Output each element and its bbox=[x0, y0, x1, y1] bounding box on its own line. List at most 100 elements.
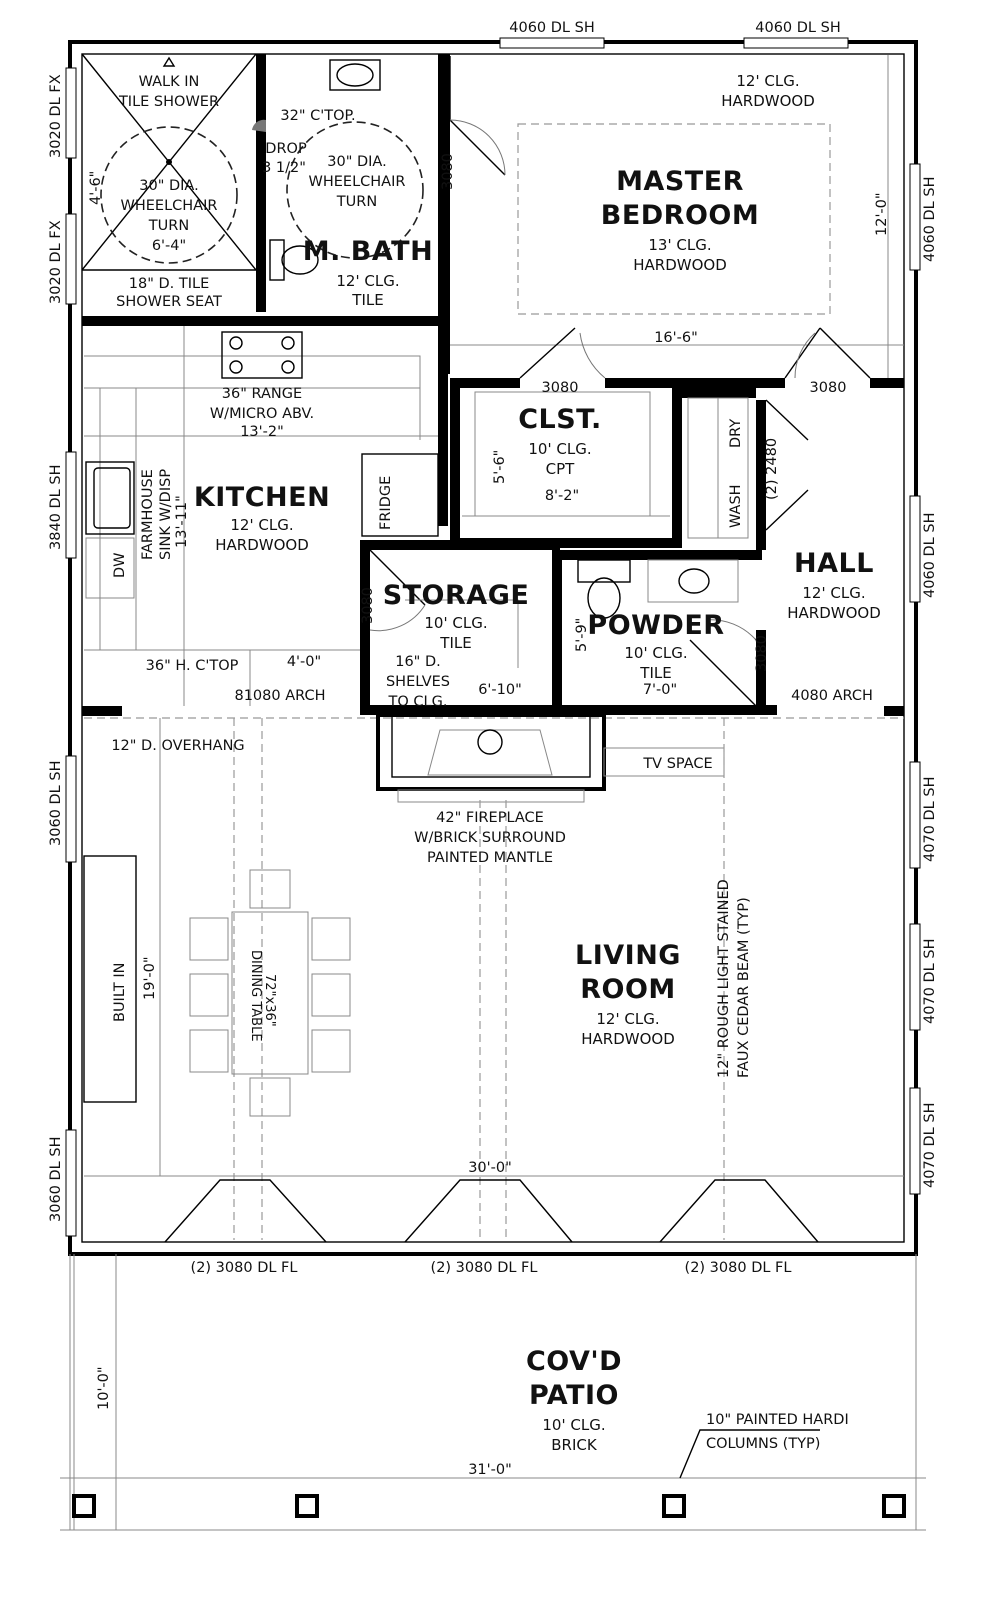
svg-text:PATIO: PATIO bbox=[529, 1380, 619, 1411]
svg-text:42" FIREPLACE: 42" FIREPLACE bbox=[436, 810, 544, 826]
svg-text:3080: 3080 bbox=[440, 153, 456, 190]
svg-text:19'-0": 19'-0" bbox=[142, 956, 158, 1000]
svg-text:BRICK: BRICK bbox=[551, 1436, 598, 1454]
patio-plan bbox=[60, 1254, 926, 1531]
svg-text:30'-0": 30'-0" bbox=[468, 1160, 512, 1176]
patio-label: COV'D PATIO 10' CLG. BRICK bbox=[526, 1346, 622, 1454]
svg-text:TILE: TILE bbox=[351, 291, 383, 309]
closet-label: CLST. 10' CLG. CPT bbox=[518, 404, 601, 478]
svg-text:6'-10": 6'-10" bbox=[478, 682, 522, 698]
svg-text:16" D.: 16" D. bbox=[395, 654, 441, 670]
svg-text:7'-0": 7'-0" bbox=[643, 682, 677, 698]
living-room-plan bbox=[83, 718, 904, 1243]
svg-text:(2) 2480: (2) 2480 bbox=[764, 438, 780, 500]
svg-text:SHELVES: SHELVES bbox=[386, 674, 450, 690]
windows bbox=[65, 37, 921, 1237]
wheelchair-turn-circle bbox=[286, 121, 424, 259]
living-room-label: LIVING ROOM 12' CLG. HARDWOOD bbox=[575, 940, 680, 1048]
svg-text:WHEELCHAIR: WHEELCHAIR bbox=[309, 174, 406, 190]
column-3 bbox=[662, 1494, 686, 1518]
svg-text:TO CLG.: TO CLG. bbox=[388, 694, 448, 710]
svg-text:BUILT IN: BUILT IN bbox=[112, 962, 128, 1022]
plan-notes: WALK IN TILE SHOWER 30" DIA. WHEELCHAIR … bbox=[88, 74, 890, 1478]
svg-text:(2) 3080 DL FL: (2) 3080 DL FL bbox=[191, 1260, 298, 1276]
svg-text:TV SPACE: TV SPACE bbox=[642, 756, 712, 772]
svg-text:30" DIA.: 30" DIA. bbox=[327, 154, 386, 170]
svg-text:3080: 3080 bbox=[360, 587, 376, 624]
powder-label: POWDER 10' CLG. TILE bbox=[587, 610, 724, 682]
svg-text:3020 DL FX: 3020 DL FX bbox=[48, 74, 64, 158]
svg-text:4060 DL SH: 4060 DL SH bbox=[509, 20, 594, 36]
svg-text:12' CLG.: 12' CLG. bbox=[596, 1010, 659, 1028]
hall-label: HALL 12' CLG. HARDWOOD bbox=[787, 548, 881, 622]
svg-text:4080 ARCH: 4080 ARCH bbox=[791, 688, 873, 704]
svg-text:12' CLG.: 12' CLG. bbox=[230, 516, 293, 534]
svg-text:5'-9": 5'-9" bbox=[574, 618, 590, 652]
svg-text:POWDER: POWDER bbox=[587, 610, 724, 641]
svg-text:M. BATH: M. BATH bbox=[303, 236, 433, 267]
svg-text:36" RANGE: 36" RANGE bbox=[222, 386, 302, 402]
svg-text:81080 ARCH: 81080 ARCH bbox=[234, 688, 325, 704]
svg-text:13'-11": 13'-11" bbox=[174, 495, 190, 548]
storage-label: STORAGE 10' CLG. TILE bbox=[383, 580, 530, 652]
svg-text:DROP: DROP bbox=[265, 141, 307, 157]
svg-text:HARDWOOD: HARDWOOD bbox=[721, 92, 815, 110]
svg-text:(2) 3080 DL FL: (2) 3080 DL FL bbox=[685, 1260, 792, 1276]
svg-text:4060 DL SH: 4060 DL SH bbox=[922, 177, 938, 262]
svg-text:TILE SHOWER: TILE SHOWER bbox=[118, 94, 219, 110]
svg-text:W/BRICK SURROUND: W/BRICK SURROUND bbox=[414, 830, 566, 846]
svg-text:STORAGE: STORAGE bbox=[383, 580, 530, 611]
svg-text:FRIDGE: FRIDGE bbox=[378, 476, 394, 530]
svg-text:3080: 3080 bbox=[754, 635, 770, 672]
svg-text:4070 DL SH: 4070 DL SH bbox=[922, 939, 938, 1024]
svg-text:SHOWER SEAT: SHOWER SEAT bbox=[116, 294, 222, 310]
svg-text:5'-6": 5'-6" bbox=[492, 450, 508, 484]
interior-walls bbox=[82, 54, 904, 716]
svg-text:TURN: TURN bbox=[336, 194, 377, 210]
svg-text:8'-2": 8'-2" bbox=[545, 488, 579, 504]
vanity-sink-icon bbox=[252, 59, 381, 132]
svg-text:4070 DL SH: 4070 DL SH bbox=[922, 777, 938, 862]
svg-text:BEDROOM: BEDROOM bbox=[601, 200, 760, 231]
svg-text:4'-6": 4'-6" bbox=[88, 171, 104, 205]
svg-text:12' CLG.: 12' CLG. bbox=[736, 72, 799, 90]
svg-text:HALL: HALL bbox=[794, 548, 874, 579]
svg-text:DINING TABLE: DINING TABLE bbox=[248, 950, 263, 1042]
svg-text:10' CLG.: 10' CLG. bbox=[528, 440, 591, 458]
toilet-icon bbox=[269, 239, 319, 281]
svg-text:6'-4": 6'-4" bbox=[152, 238, 186, 254]
column-4 bbox=[882, 1494, 906, 1518]
svg-text:31'-0": 31'-0" bbox=[468, 1462, 512, 1478]
svg-text:(2) 3080 DL FL: (2) 3080 DL FL bbox=[431, 1260, 538, 1276]
svg-text:3060 DL SH: 3060 DL SH bbox=[48, 761, 64, 846]
svg-text:12' CLG.: 12' CLG. bbox=[336, 272, 399, 290]
svg-text:72"x36": 72"x36" bbox=[262, 974, 277, 1027]
svg-text:30" DIA.: 30" DIA. bbox=[139, 178, 198, 194]
svg-text:3020 DL FX: 3020 DL FX bbox=[48, 220, 64, 304]
svg-text:10'-0": 10'-0" bbox=[96, 1366, 112, 1410]
svg-text:WALK IN: WALK IN bbox=[139, 74, 200, 90]
svg-text:3080: 3080 bbox=[542, 380, 579, 396]
svg-text:HARDWOOD: HARDWOOD bbox=[633, 256, 727, 274]
svg-text:18" D. TILE: 18" D. TILE bbox=[129, 276, 210, 292]
svg-text:10' CLG.: 10' CLG. bbox=[542, 1416, 605, 1434]
svg-text:3840 DL SH: 3840 DL SH bbox=[48, 465, 64, 550]
powder-plan bbox=[577, 559, 757, 707]
svg-text:WASH: WASH bbox=[728, 484, 744, 528]
svg-text:CPT: CPT bbox=[546, 460, 576, 478]
svg-text:12" D. OVERHANG: 12" D. OVERHANG bbox=[111, 738, 244, 754]
svg-text:HARDWOOD: HARDWOOD bbox=[787, 604, 881, 622]
window-tags: 4060 DL SH 4060 DL SH 4060 DL SH 4060 DL… bbox=[48, 20, 938, 1276]
exterior-walls bbox=[68, 40, 918, 1256]
svg-text:36" H. C'TOP: 36" H. C'TOP bbox=[146, 658, 239, 674]
svg-text:COLUMNS (TYP): COLUMNS (TYP) bbox=[706, 1436, 820, 1452]
svg-text:12' CLG.: 12' CLG. bbox=[802, 584, 865, 602]
svg-text:FARMHOUSE: FARMHOUSE bbox=[140, 469, 156, 560]
svg-text:16'-6": 16'-6" bbox=[654, 330, 698, 346]
svg-text:3080: 3080 bbox=[810, 380, 847, 396]
master-bath-label: M. BATH 12' CLG. TILE bbox=[303, 236, 433, 309]
svg-text:W/MICRO ABV.: W/MICRO ABV. bbox=[210, 406, 314, 422]
svg-text:ROOM: ROOM bbox=[580, 974, 676, 1005]
svg-text:MASTER: MASTER bbox=[616, 166, 744, 197]
svg-text:COV'D: COV'D bbox=[526, 1346, 622, 1377]
